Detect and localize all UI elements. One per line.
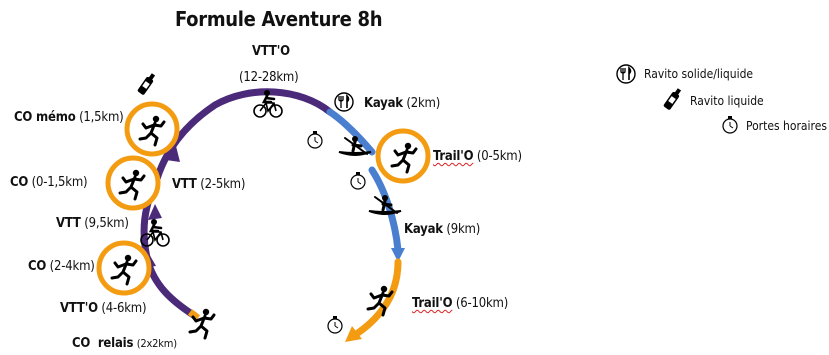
bottle-icon <box>662 87 683 111</box>
kayak-icon <box>367 193 403 216</box>
legend-solid: Ravito solide/liquide <box>644 67 754 81</box>
stage-label-vtto-top: VTT'O <box>252 44 290 59</box>
stage-detail-vtto-top: (12-28km) <box>239 70 299 85</box>
fork-knife-icon <box>616 64 636 84</box>
stage-label-vtto-bottom: VTT'O (4-6km) <box>60 301 147 316</box>
stage-label-kayak-2: Kayak (9km) <box>404 222 481 237</box>
stage-label-trailo-2: Trail'O (6-10km) <box>412 296 509 311</box>
stopwatch-icon <box>350 171 366 190</box>
arrow-head <box>148 204 162 220</box>
fork-knife-icon <box>334 92 354 112</box>
stage-label-co-1: CO (0-1,5km) <box>10 175 88 190</box>
legend-liquid: Ravito liquide <box>690 94 764 108</box>
stage-label-co-relais: CO relais (2x2km) <box>72 336 177 351</box>
stopwatch-icon <box>327 315 343 334</box>
trail-path <box>351 258 402 339</box>
stopwatch-icon <box>722 115 738 134</box>
diagram-title: Formule Aventure 8h <box>175 7 383 31</box>
stage-label-kayak-1: Kayak (2km) <box>364 96 441 111</box>
stopwatch-icon <box>307 130 323 149</box>
vtt-arc <box>140 88 334 320</box>
stage-label-co-2: CO (2-4km) <box>28 259 95 274</box>
arrow-head <box>166 146 180 162</box>
stage-label-vtt-2: VTT (9,5km) <box>56 216 129 231</box>
stage-label-vtt-1: VTT (2-5km) <box>172 177 246 192</box>
kayak-path-1 <box>326 108 376 156</box>
bottle-icon <box>136 72 157 96</box>
stage-label-co-memo: CO mémo (1,5km) <box>14 110 124 125</box>
legend-gates: Portes horaires <box>746 119 827 133</box>
stage-label-trailo-1: Trail'O (0-5km) <box>433 149 522 164</box>
